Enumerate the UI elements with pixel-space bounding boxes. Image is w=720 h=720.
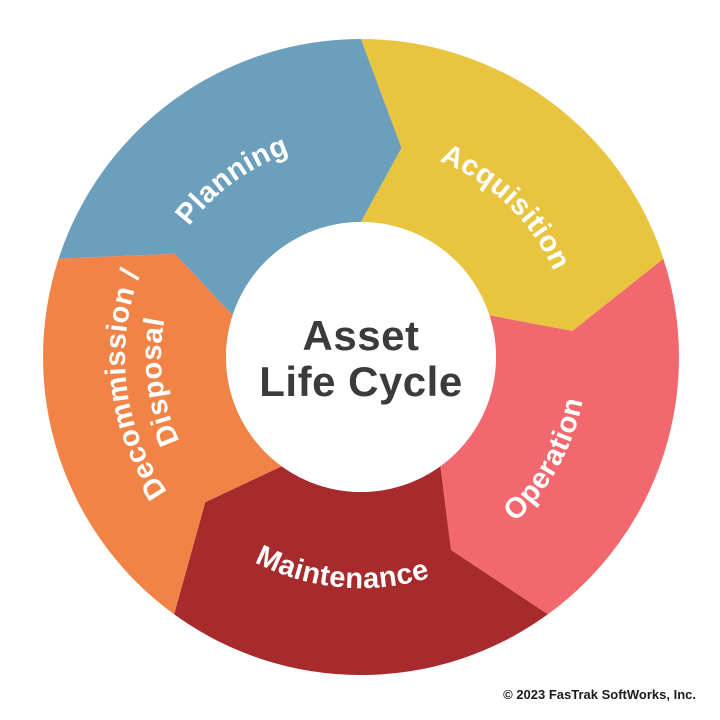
center-circle: [226, 222, 496, 492]
segment-maintenance: [174, 466, 548, 676]
center-title-line2: Life Cycle: [259, 358, 462, 405]
segment-planning: [58, 39, 402, 316]
segment-decommission-disposal: [43, 253, 282, 615]
segment-operation: [440, 258, 679, 615]
copyright-notice: © 2023 FasTrak SoftWorks, Inc.: [503, 687, 696, 702]
center-title-line1: Asset: [303, 312, 420, 359]
segment-acquisition: [361, 39, 664, 331]
